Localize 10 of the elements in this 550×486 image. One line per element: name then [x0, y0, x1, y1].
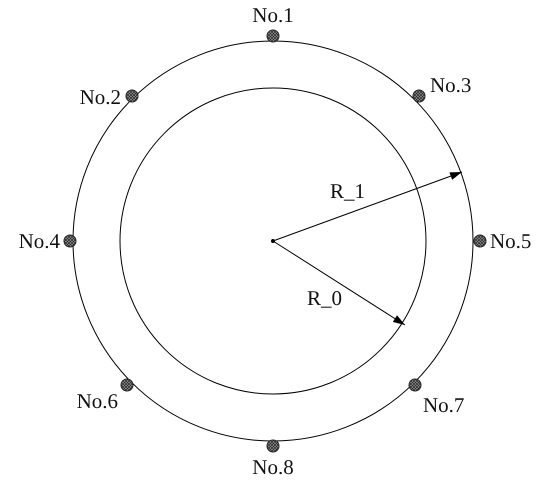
sensor-label: No.1 — [252, 4, 294, 26]
sensor-label: No.4 — [18, 230, 60, 252]
sensor-label: No.6 — [76, 390, 118, 412]
radius-label: R_1 — [330, 180, 366, 202]
radius-label: R_0 — [307, 287, 342, 309]
sensor-label: No.2 — [80, 86, 121, 108]
sensor-label: No.5 — [490, 230, 532, 252]
sensor-label: No.7 — [423, 394, 464, 416]
sensor-label: No.3 — [430, 74, 472, 96]
sensor-label: No.8 — [252, 456, 294, 478]
